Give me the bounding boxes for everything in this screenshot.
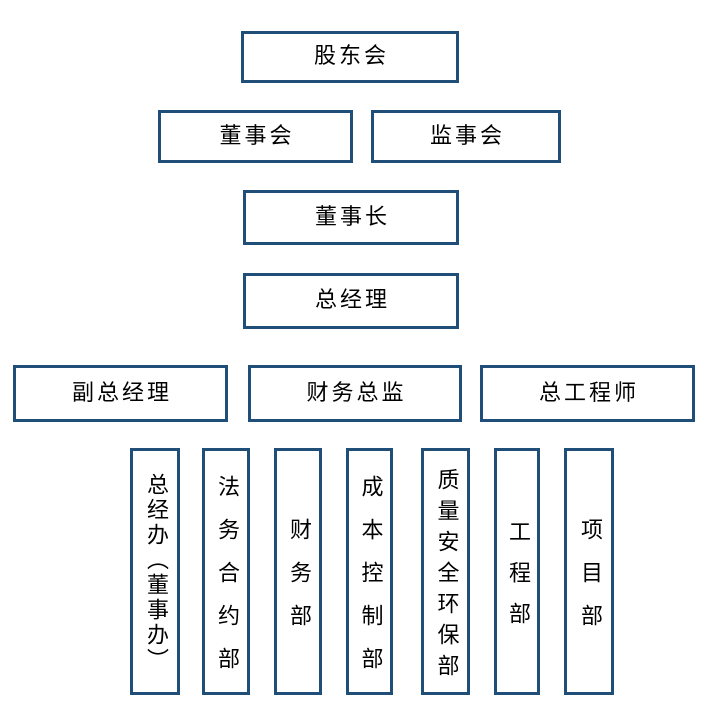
node-gm-office: 总经办（董事办） xyxy=(130,448,180,695)
node-cost-control-dept: 成本控制部 xyxy=(346,448,393,695)
node-label-finance-dept: 财务部 xyxy=(286,517,311,647)
node-engineering-dept: 工程部 xyxy=(494,448,540,695)
node-chairman: 董事长 xyxy=(243,190,459,245)
node-label-shareholders-meeting: 股东会 xyxy=(313,44,389,69)
node-label-chairman: 董事长 xyxy=(314,204,390,230)
node-legal-contracts-dept: 法务合约部 xyxy=(202,448,250,695)
node-label-gm-office: 总经办（董事办） xyxy=(143,473,168,673)
node-project-dept: 项目部 xyxy=(564,448,614,695)
node-deputy-general-manager: 副总经理 xyxy=(13,365,228,422)
node-quality-safety-env-dept: 质量安全环保部 xyxy=(421,448,470,695)
node-label-board-of-directors: 董事会 xyxy=(219,123,295,149)
node-label-deputy-general-manager: 副总经理 xyxy=(71,380,172,406)
node-label-chief-engineer: 总工程师 xyxy=(538,380,639,406)
node-chief-engineer: 总工程师 xyxy=(480,365,695,422)
node-board-of-directors: 董事会 xyxy=(158,110,353,163)
node-label-general-manager: 总经理 xyxy=(314,288,390,313)
node-label-legal-contracts-dept: 法务合约部 xyxy=(214,474,239,690)
node-finance-dept: 财务部 xyxy=(274,448,322,695)
node-label-cost-control-dept: 成本控制部 xyxy=(357,474,383,690)
node-label-quality-safety-env-dept: 质量安全环保部 xyxy=(433,467,459,685)
node-label-finance-director: 财务总监 xyxy=(306,380,407,406)
node-label-engineering-dept: 工程部 xyxy=(505,519,530,643)
node-label-project-dept: 项目部 xyxy=(577,517,602,647)
node-shareholders-meeting: 股东会 xyxy=(241,31,459,83)
node-label-supervisory-board: 监事会 xyxy=(429,123,505,149)
node-supervisory-board: 监事会 xyxy=(371,110,561,163)
node-finance-director: 财务总监 xyxy=(248,365,462,422)
node-general-manager: 总经理 xyxy=(243,273,459,329)
